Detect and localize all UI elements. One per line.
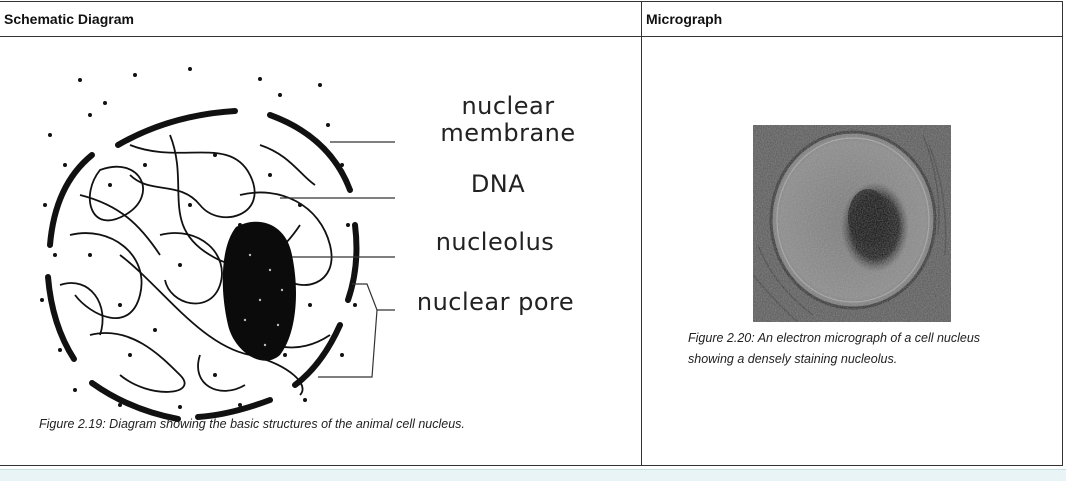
info-box-strip — [0, 469, 1066, 481]
schematic-cell: nuclear membrane DNA nucleolus nuclear p… — [0, 36, 642, 466]
label-nuclear-membrane-line2: membrane — [440, 119, 576, 147]
figure-caption-2-20-line1: Figure 2.20: An electron micrograph of a… — [688, 331, 981, 345]
electron-micrograph-image — [753, 125, 951, 322]
header-schematic-diagram: Schematic Diagram — [0, 1, 642, 37]
table-header-row: Schematic Diagram Micrograph — [0, 1, 1063, 37]
label-nuclear-membrane-line1: nuclear — [461, 92, 555, 120]
label-nucleolus: nucleolus — [435, 228, 555, 256]
nucleolus-shape — [222, 221, 296, 361]
comparison-table: Schematic Diagram Micrograph — [0, 1, 1063, 466]
header-micrograph: Micrograph — [641, 1, 1063, 37]
label-nuclear-pore: nuclear pore — [416, 288, 575, 316]
table-row: nuclear membrane DNA nucleolus nuclear p… — [0, 36, 1063, 466]
nucleus-diagram — [40, 67, 395, 422]
micrograph-cell: Figure 2.20: An electron micrograph of a… — [641, 36, 1063, 466]
figure-caption-2-19: Figure 2.19: Diagram showing the basic s… — [39, 417, 465, 431]
label-dna: DNA — [470, 170, 526, 198]
figure-caption-2-20-line2: showing a densely staining nucleolus. — [688, 352, 898, 366]
